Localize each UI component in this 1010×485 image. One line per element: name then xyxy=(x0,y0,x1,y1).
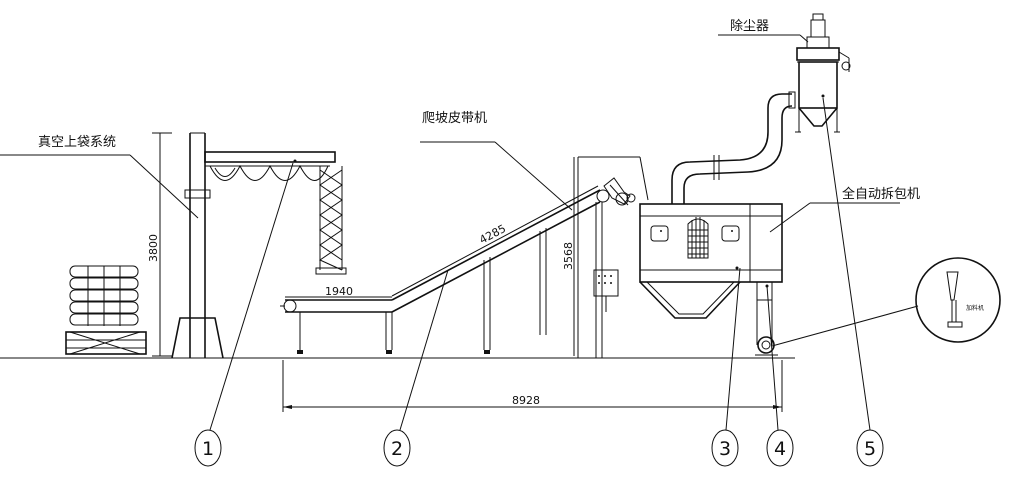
label-unpacker: 全自动拆包机 xyxy=(769,186,920,233)
dimension-8928: 8928 xyxy=(282,360,783,412)
incline-belt-conveyor: 1940 4285 xyxy=(280,185,610,358)
callout-3: 3 xyxy=(711,429,739,467)
callout-5: 5 xyxy=(856,429,884,467)
auto-unpacker-machine xyxy=(639,203,783,356)
bag-pallet xyxy=(65,265,147,355)
callouts: 1 2 3 4 5 xyxy=(194,97,884,467)
label-incline-belt: 爬坡皮带机 xyxy=(422,111,487,126)
dust-collector xyxy=(795,13,851,133)
callout-1-number: 1 xyxy=(202,438,214,460)
label-vacuum: 真空上袋系统 xyxy=(0,135,199,219)
label-vacuum-bag-system: 真空上袋系统 xyxy=(38,135,116,150)
label-auto-unpacker: 全自动拆包机 xyxy=(842,186,920,202)
callout-4-number: 4 xyxy=(774,438,786,460)
callout-2: 2 xyxy=(383,429,411,467)
label-dust: 除尘器 xyxy=(718,19,809,43)
inset-detail: 加料机 xyxy=(771,257,1001,347)
unpacker-mesh-panel xyxy=(687,217,709,259)
callout-2-number: 2 xyxy=(391,438,403,460)
inset-label-text: 加料机 xyxy=(966,304,984,312)
dim-1940-text: 1940 xyxy=(325,285,353,298)
dim-3800-text: 3800 xyxy=(147,234,160,262)
vacuum-lift-crane xyxy=(171,132,347,359)
dimension-3800: 3800 xyxy=(147,132,172,357)
dim-8928-text: 8928 xyxy=(512,394,540,407)
callout-4: 4 xyxy=(766,429,794,467)
dust-duct xyxy=(671,91,796,204)
callout-1: 1 xyxy=(194,429,222,467)
support-frame: 3568 xyxy=(562,156,649,358)
callout-5-number: 5 xyxy=(864,438,876,460)
unpacker-window-left xyxy=(650,225,669,242)
dim-3568-text: 3568 xyxy=(562,242,575,270)
label-dust-collector: 除尘器 xyxy=(730,19,769,34)
unpacker-window-right xyxy=(721,225,740,242)
dim-4285-text: 4285 xyxy=(477,222,508,247)
callout-3-number: 3 xyxy=(719,438,731,460)
label-belt: 爬坡皮带机 xyxy=(420,111,573,211)
